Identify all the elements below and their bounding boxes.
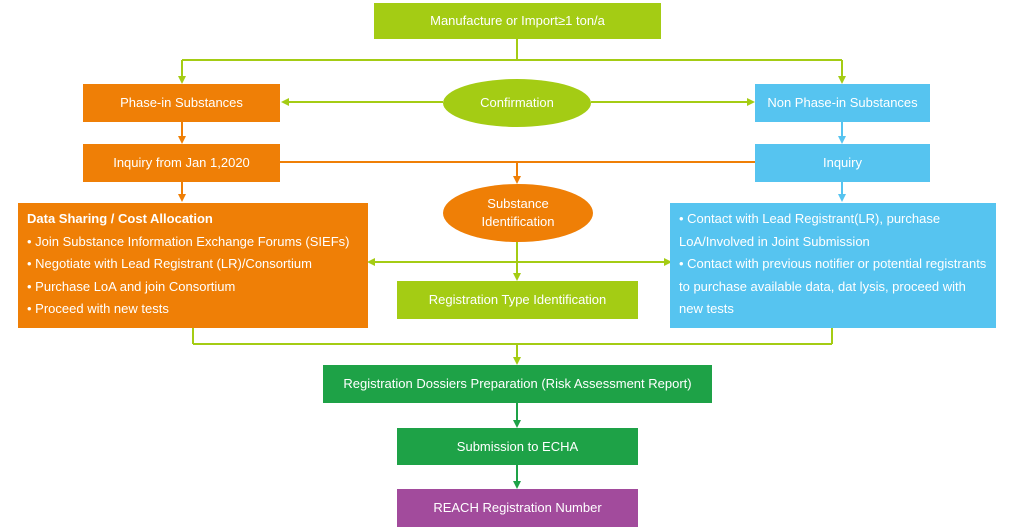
detail-non-phase-in-item: • Contact with previous notifier or pote…	[679, 256, 987, 316]
node-inquiry-from-jan: Inquiry from Jan 1,2020	[83, 144, 280, 182]
detail-data-sharing: Data Sharing / Cost Allocation • Join Su…	[18, 203, 368, 328]
node-submission-to-echa: Submission to ECHA	[397, 428, 638, 465]
node-non-phase-in-substances: Non Phase-in Substances	[755, 84, 930, 122]
node-reach-registration-number: REACH Registration Number	[397, 489, 638, 527]
node-inquiry: Inquiry	[755, 144, 930, 182]
detail-data-sharing-item: • Join Substance Information Exchange Fo…	[27, 233, 350, 249]
node-phase-in-substances: Phase-in Substances	[83, 84, 280, 122]
detail-non-phase-in-item: • Contact with Lead Registrant(LR), purc…	[679, 211, 941, 249]
detail-data-sharing-title: Data Sharing / Cost Allocation	[27, 211, 213, 226]
node-manufacture-import: Manufacture or Import≥1 ton/a	[374, 3, 661, 39]
detail-non-phase-in: • Contact with Lead Registrant(LR), purc…	[670, 203, 996, 328]
node-registration-dossiers: Registration Dossiers Preparation (Risk …	[323, 365, 712, 403]
detail-data-sharing-item: • Proceed with new tests	[27, 301, 169, 316]
node-registration-type-identification: Registration Type Identification	[397, 281, 638, 319]
detail-data-sharing-item: • Purchase LoA and join Consortium	[27, 278, 236, 294]
node-substance-identification: Substance Identification	[443, 184, 593, 242]
detail-data-sharing-item: • Negotiate with Lead Registrant (LR)/Co…	[27, 256, 312, 271]
node-confirmation: Confirmation	[443, 79, 591, 127]
